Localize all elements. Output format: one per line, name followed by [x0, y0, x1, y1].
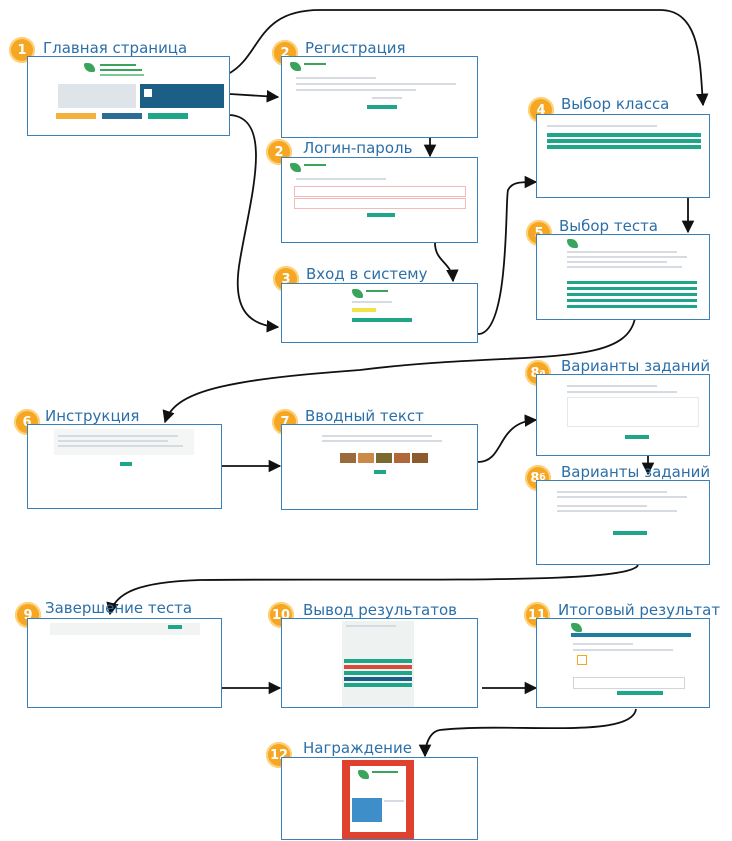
screenshot-login-password: [281, 157, 478, 243]
step-title: Варианты заданий: [561, 463, 711, 481]
arrow-11-to-12: [418, 708, 637, 758]
screenshot-task-variants-b: [536, 480, 710, 565]
step-title: Регистрация: [305, 39, 406, 57]
screenshot-test-completion: [27, 618, 222, 708]
screenshot-intro-text: [281, 424, 478, 510]
step-title: Вывод результатов: [303, 601, 458, 619]
logo-icon: [84, 63, 95, 72]
arrow-1-to-3: [229, 114, 280, 333]
screenshot-instructions: [27, 424, 222, 509]
screenshot-home-page: [27, 56, 230, 136]
arrow-5-to-6: [162, 317, 636, 424]
step-title: Главная страница: [43, 39, 188, 57]
screenshot-class-selection: [536, 114, 710, 198]
arrow-1-to-4: [227, 9, 709, 107]
step-title: Выбор класса: [561, 95, 670, 113]
step-title: Вход в систему: [306, 265, 428, 283]
screenshot-final-result: [536, 618, 710, 708]
arrow-3-to-4: [477, 175, 538, 335]
arrow-1-to-2: [229, 90, 280, 103]
screenshot-results-output: [281, 618, 478, 708]
step-title: Логин-пароль: [303, 139, 413, 157]
screenshot-registration: [281, 56, 478, 138]
arrow-2b-to-3: [434, 242, 459, 283]
screenshot-task-variants-a: [536, 374, 710, 456]
arrow-8b-to-9: [106, 564, 639, 616]
screenshot-login: [281, 283, 478, 343]
step-title: Вводный текст: [305, 407, 424, 425]
step-title: Выбор теста: [559, 217, 658, 235]
screenshot-test-selection: [536, 234, 710, 320]
step-title: Итоговый результат: [558, 601, 721, 619]
arrow-7-to-8a: [477, 414, 538, 463]
step-title: Награждение: [303, 739, 412, 757]
step-title: Инструкция: [45, 407, 140, 425]
step-title: Варианты заданий: [561, 357, 711, 375]
screenshot-award-certificate: [281, 757, 478, 840]
step-title: Завершение теста: [45, 599, 193, 617]
